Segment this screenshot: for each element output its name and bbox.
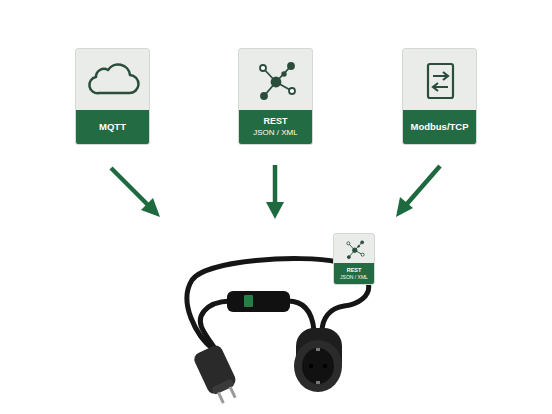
arrows-icon — [403, 49, 477, 112]
protocol-tile: Modbus/TCP — [402, 48, 477, 145]
protocol-name: Modbus/TCP — [410, 121, 468, 133]
tile-band: Modbus/TCP — [403, 110, 476, 144]
protocol-name: REST — [263, 116, 287, 127]
inline-module — [227, 291, 290, 312]
protocol-name: MQTT — [99, 121, 126, 133]
net-icon — [239, 49, 313, 112]
protocol-name: REST — [347, 267, 362, 274]
protocol-tile: RESTJSON / XML — [238, 48, 313, 145]
protocol-tile: MQTT — [75, 48, 150, 145]
net-icon — [334, 234, 375, 265]
pointer-arrows — [111, 165, 440, 219]
cloud-icon — [76, 49, 150, 112]
protocol-format: JSON / XML — [340, 274, 368, 280]
tile-band: MQTT — [76, 110, 149, 144]
schuko-socket — [294, 328, 342, 392]
tile-band: RESTJSON / XML — [334, 263, 374, 284]
protocol-format: JSON / XML — [253, 128, 297, 138]
tile-band: RESTJSON / XML — [239, 110, 312, 144]
device-tag: RESTJSON / XML — [333, 233, 375, 285]
schuko-plug — [192, 343, 243, 406]
module-label — [244, 295, 253, 307]
